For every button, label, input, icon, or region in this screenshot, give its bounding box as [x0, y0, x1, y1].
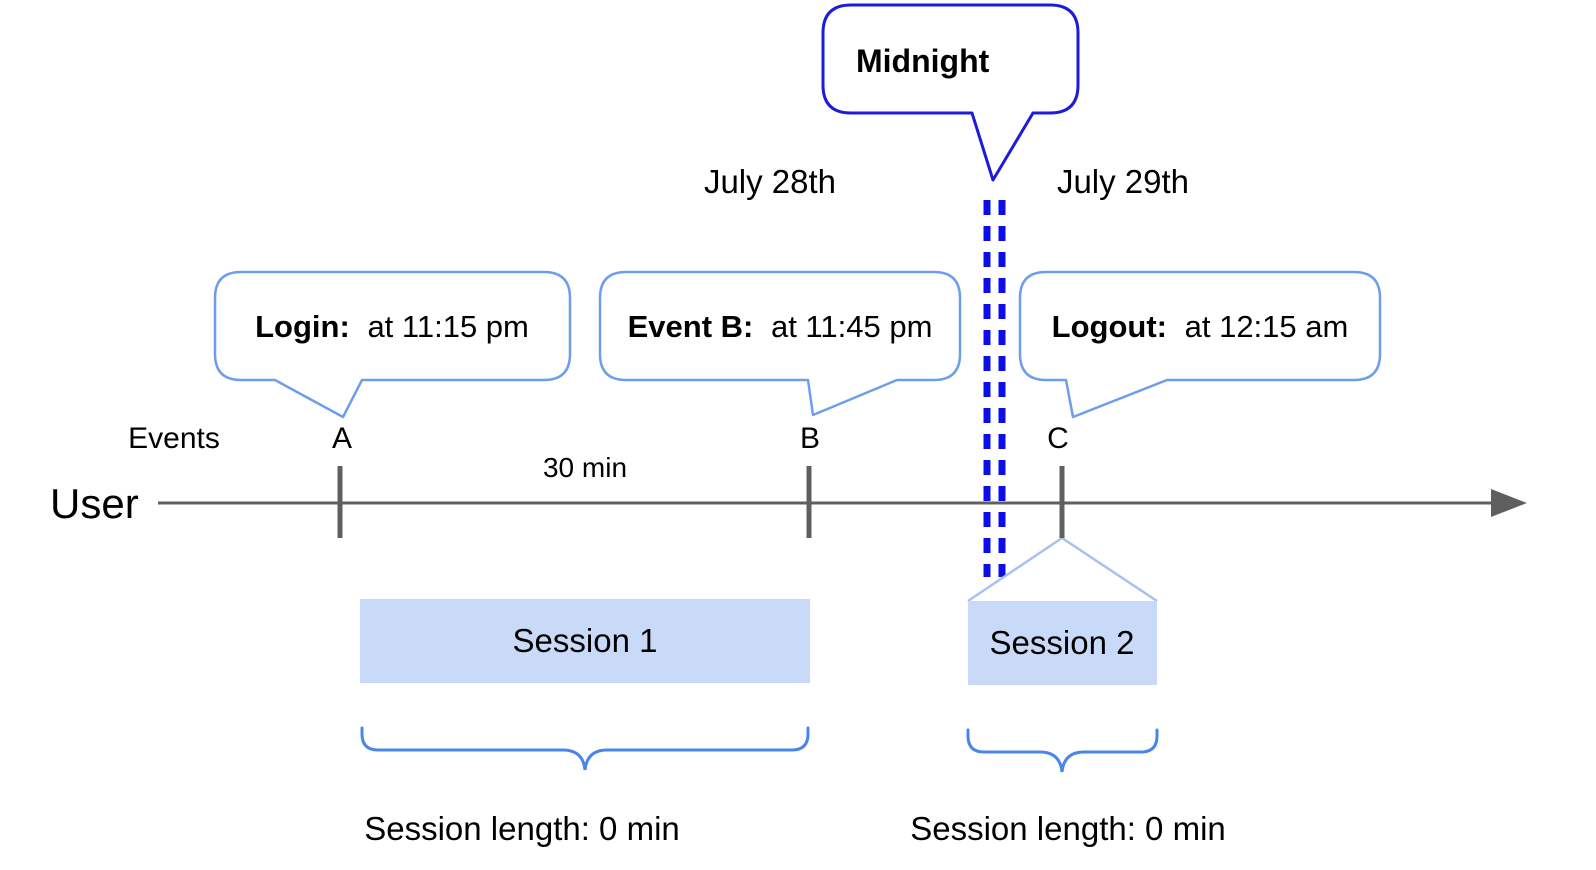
event-b-bubble — [598, 270, 962, 417]
event-b-letter: B — [800, 422, 820, 455]
login-label: Login: — [255, 309, 350, 344]
login-time: at 11:15 pm — [367, 309, 528, 344]
session1-box — [360, 599, 810, 683]
logout-time: at 12:15 am — [1185, 309, 1349, 344]
session1-brace — [360, 726, 810, 771]
session2-length-label: Session length: 0 min — [910, 810, 1226, 847]
logout-label: Logout: — [1052, 309, 1167, 344]
session2-label: Session 2 — [990, 624, 1135, 661]
session2-brace — [966, 728, 1159, 773]
logout-bubble-text: Logout: at 12:15 am — [1052, 309, 1349, 344]
midnight-bubble — [821, 3, 1080, 182]
event-b-label: Event B: — [628, 309, 754, 344]
session2-box — [968, 601, 1157, 685]
interval-30min-label: 30 min — [543, 452, 627, 483]
event-b-bubble-text: Event B: at 11:45 pm — [628, 309, 933, 344]
midnight-label: Midnight — [856, 43, 990, 79]
session2-funnel-lines — [967, 536, 1158, 603]
event-c-letter: C — [1047, 422, 1069, 455]
date-july-29-label: July 29th — [1057, 163, 1189, 200]
event-a-letter: A — [332, 422, 352, 455]
session1-length-label: Session length: 0 min — [364, 810, 680, 847]
date-july-28-label: July 28th — [704, 163, 836, 200]
login-bubble — [213, 270, 572, 419]
event-b-time: at 11:45 pm — [771, 309, 932, 344]
session1-label: Session 1 — [513, 622, 658, 659]
timeline-arrowhead-icon — [1491, 489, 1527, 517]
user-row-label: User — [50, 480, 139, 527]
events-row-label: Events — [128, 422, 220, 455]
login-bubble-text: Login: at 11:15 pm — [255, 309, 529, 344]
logout-bubble — [1018, 270, 1382, 419]
